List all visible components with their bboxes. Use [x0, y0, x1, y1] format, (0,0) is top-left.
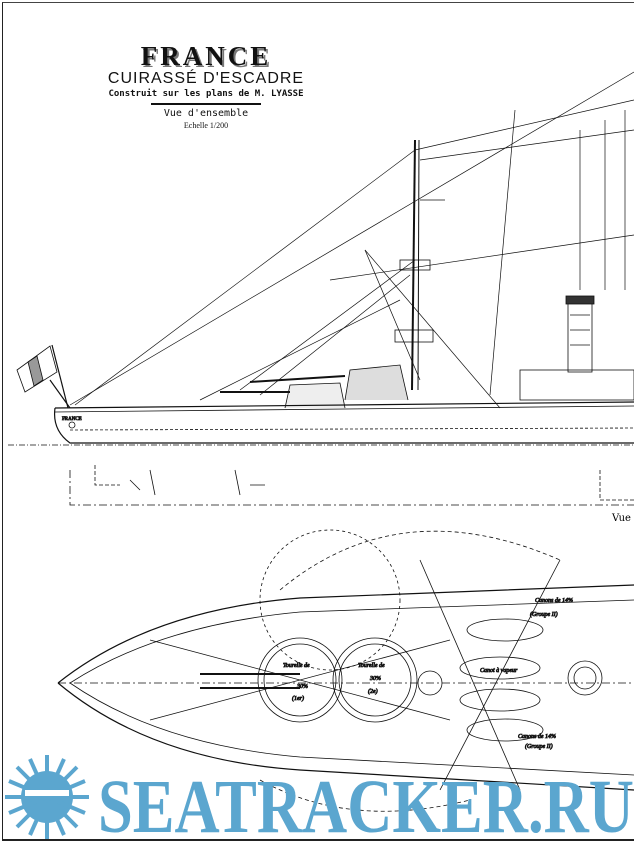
- funnel: [565, 295, 595, 373]
- stern-label: FRANCE: [62, 417, 82, 422]
- scale-label: Echelle 1/200: [183, 121, 229, 130]
- turrets-side: [220, 364, 634, 409]
- gun-group-top-label: Canons de 14%: [535, 597, 573, 604]
- title-block: FRANCE CUIRASSÉ D'ESCADRE Construit sur …: [96, 42, 316, 132]
- steam-boat-label: Canot à vapeur: [480, 668, 518, 674]
- view-label: Vue d'ensemble: [163, 108, 249, 119]
- hull-profile: [8, 401, 634, 506]
- builder-line: Construit sur les plans de M. LYASSE: [108, 89, 304, 99]
- group-bottom-label: (Groupe II): [525, 743, 553, 750]
- ship-type: CUIRASSÉ D'ESCADRE: [107, 70, 305, 87]
- ship-name: FRANCE: [140, 41, 272, 71]
- deck-plan: [57, 529, 634, 812]
- group-top-label: (Groupe II): [530, 611, 558, 618]
- seatracker-watermark: SEATRACKER.RU: [5, 755, 634, 840]
- turret-2-number: (2e): [368, 688, 378, 695]
- turret-2-label: Tourelle de: [358, 663, 385, 669]
- turret-1-label: Tourelle de: [283, 663, 310, 669]
- gun-group-bottom-label: Canons de 14%: [518, 733, 556, 740]
- partial-view-heading: Vue é: [612, 513, 634, 524]
- turret-2-caliber: 30%: [369, 676, 381, 682]
- rigging: [69, 71, 634, 409]
- turret-1-number: (1er): [292, 695, 304, 702]
- turret-1-caliber: 30%: [296, 684, 308, 690]
- sun-logo-icon: [5, 755, 89, 839]
- ensign-flag: [16, 344, 69, 409]
- watermark-text: SEATRACKER.RU: [98, 765, 634, 840]
- title-divider: [151, 103, 261, 105]
